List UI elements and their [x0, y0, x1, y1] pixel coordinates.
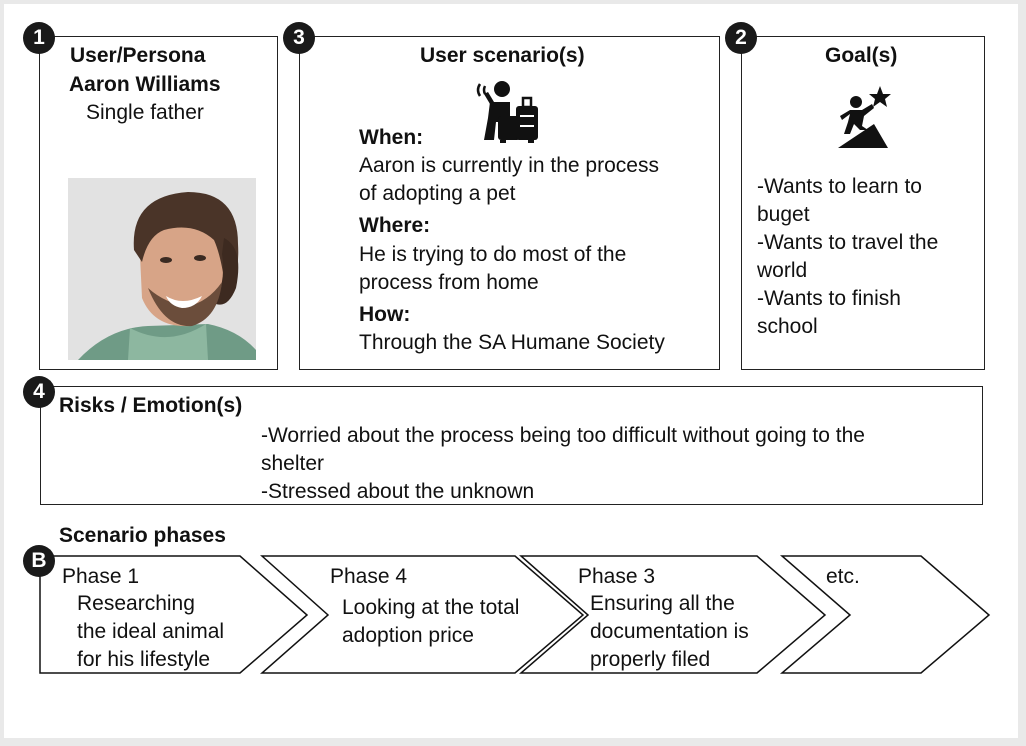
scenario-where-line: He is trying to do most of the	[359, 243, 627, 266]
phase-etc-title: etc.	[826, 565, 860, 588]
goal-line: world	[757, 259, 808, 282]
goals-heading: Goal(s)	[825, 44, 898, 67]
traveler-phone-luggage-icon	[476, 78, 544, 149]
risk-line: -Worried about the process being too dif…	[261, 424, 865, 447]
phases-badge: B	[23, 545, 55, 577]
scenario-how-label: How:	[359, 303, 411, 326]
phase-4-line: Looking at the total	[342, 596, 520, 619]
phase-chevron	[39, 555, 309, 674]
person-climbing-to-star-icon	[836, 84, 892, 155]
scenario-how-line: Through the SA Humane Society	[359, 331, 665, 354]
scenario-badge: 3	[283, 22, 315, 54]
phase-chevron	[779, 555, 991, 674]
phase-4-line: adoption price	[342, 624, 474, 647]
goal-line: buget	[757, 203, 810, 226]
phase-1-line: Researching	[77, 592, 195, 615]
persona-photo	[68, 178, 256, 360]
goal-line: -Wants to travel the	[757, 231, 939, 254]
phase-3-line: Ensuring all the	[590, 592, 735, 615]
phase-3-title: Phase 3	[578, 565, 656, 588]
scenario-where-label: Where:	[359, 214, 431, 237]
goal-line: -Wants to learn to	[757, 175, 922, 198]
risks-badge: 4	[23, 376, 55, 408]
risks-box	[40, 386, 983, 505]
goals-box	[741, 36, 985, 370]
scenario-when-line: of adopting a pet	[359, 182, 516, 205]
persona-heading: User/Persona	[70, 44, 206, 67]
persona-badge: 1	[23, 22, 55, 54]
scenario-when-line: Aaron is currently in the process	[359, 154, 659, 177]
scenario-when-label: When:	[359, 126, 424, 149]
phase-3-line: properly filed	[590, 648, 711, 671]
goal-line: school	[757, 315, 818, 338]
risk-line: -Stressed about the unknown	[261, 480, 535, 503]
phase-1-title: Phase 1	[62, 565, 140, 588]
scenario-heading: User scenario(s)	[420, 44, 585, 67]
phase-1-line: for his lifestyle	[77, 648, 211, 671]
phase-chevron	[260, 555, 585, 674]
scenario-where-line: process from home	[359, 271, 539, 294]
phase-1-line: the ideal animal	[77, 620, 225, 643]
phase-4-title: Phase 4	[330, 565, 408, 588]
phase-chevron	[518, 555, 827, 674]
risks-heading: Risks / Emotion(s)	[59, 394, 243, 417]
phase-3-line: documentation is	[590, 620, 749, 643]
goals-badge: 2	[725, 22, 757, 54]
phases-heading: Scenario phases	[59, 524, 226, 547]
persona-name: Aaron Williams	[69, 73, 221, 96]
goal-line: -Wants to finish	[757, 287, 901, 310]
persona-role: Single father	[86, 101, 204, 124]
risk-line: shelter	[261, 452, 325, 475]
